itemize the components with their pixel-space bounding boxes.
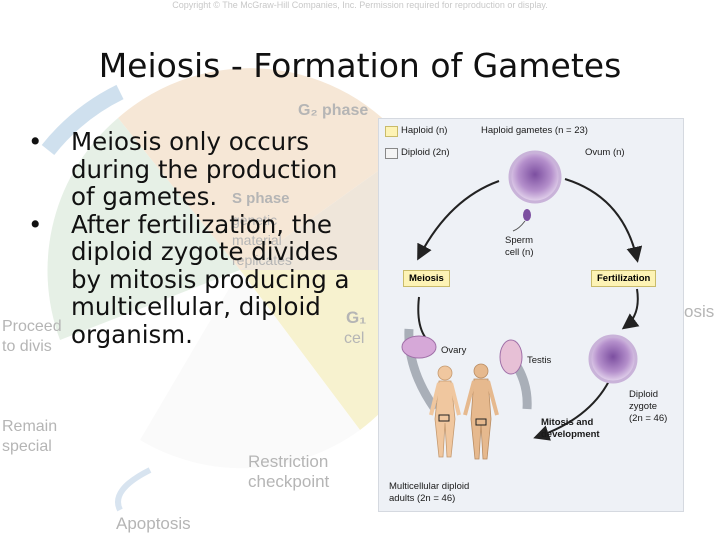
bg-label-proceed: Proceed <box>2 318 62 335</box>
bg-label-to-divis: to divis <box>2 338 52 355</box>
bg-label-g2-phase: G₂ phase <box>298 102 369 119</box>
bullet-dot-icon: • <box>28 209 43 239</box>
diagram-graphics <box>401 150 643 460</box>
male-figure-icon <box>463 363 499 460</box>
legend-haploid-label: Haploid (n) <box>401 125 448 136</box>
bullet-item: • Meiosis only occurs during the producti… <box>22 128 362 211</box>
ovary-organ-icon <box>401 335 437 359</box>
male-pointer-box <box>475 418 487 426</box>
bullet-list: • Meiosis only occurs during the producti… <box>22 128 362 348</box>
testis-organ-icon <box>499 339 523 375</box>
ovum-cell-icon <box>508 150 562 204</box>
sperm-tail <box>512 220 526 232</box>
testis-label: Testis <box>527 355 552 366</box>
bg-label-special: special <box>2 438 52 455</box>
mitosis-label-line2: development <box>541 429 600 440</box>
s-phase-wedge <box>47 118 240 340</box>
bg-label-checkpoint: checkpoint <box>248 472 330 491</box>
cycle-arrow-arc <box>41 84 124 156</box>
female-pointer-box <box>438 414 450 422</box>
adults-label-line1: Multicellular diploid <box>389 481 470 492</box>
bullet-dot-icon: • <box>28 127 43 156</box>
haploid-gametes-label: Haploid gametes (n = 23) <box>481 125 588 136</box>
bg-label-s-phase: S phase <box>232 190 290 207</box>
adults-label-line2: adults (2n = 46) <box>389 493 456 504</box>
ovary-gray-arrow <box>404 328 439 412</box>
zygote-label-line3: (2n = 46) <box>629 413 668 424</box>
ovary-label: Ovary <box>441 345 467 356</box>
meiosis-tag: Meiosis <box>403 270 450 287</box>
zygote-cell-icon <box>588 334 638 384</box>
life-cycle-diagram: Haploid (n) Diploid (2n) Haploid gametes… <box>378 118 684 512</box>
legend-diploid-swatch <box>385 148 398 159</box>
mitosis-arrow <box>533 380 610 441</box>
legend-diploid-label: Diploid (2n) <box>401 147 450 158</box>
zygote-label-line1: Diploid <box>629 389 659 400</box>
legend-haploid-swatch <box>385 126 398 137</box>
bg-label-restriction: Restriction <box>248 452 329 471</box>
sperm-cell-icon <box>523 209 531 221</box>
bullet-text: After fertilization, the diploid zygote … <box>71 209 350 349</box>
g0-wedge <box>140 270 360 469</box>
copyright-notice: Copyright © The McGraw-Hill Companies, I… <box>172 0 548 10</box>
bg-label-g1: G₁ <box>346 308 367 327</box>
slide-title: Meiosis - Formation of Gametes <box>98 46 622 85</box>
bullet-text: Meiosis only occurs during the productio… <box>71 127 338 211</box>
bg-label-cel: cel <box>344 330 365 347</box>
bg-label-replicates: replicates <box>232 252 292 268</box>
bullet-item: • After fertilization, the diploid zygote… <box>22 209 362 349</box>
female-figure-icon <box>429 365 461 458</box>
g2-phase-wedge <box>118 68 410 271</box>
fertilization-tag: Fertilization <box>591 270 657 287</box>
fertilization-to-zygote-arrow <box>621 288 640 330</box>
ovum-label: Ovum (n) <box>585 147 625 158</box>
meiosis-up-arrow <box>417 180 500 261</box>
mitosis-label-line1: Mitosis and <box>541 417 594 428</box>
sperm-label-line2: cell (n) <box>505 247 534 258</box>
bg-label-material: material <box>232 232 282 248</box>
zygote-label-line2: zygote <box>629 401 657 412</box>
bg-label-remain: Remain <box>2 418 58 435</box>
bg-label-genetic: genetic <box>232 212 278 228</box>
apoptosis-arrow <box>115 467 152 512</box>
sperm-label-line1: Sperm <box>505 235 533 246</box>
bg-label-apoptosis: Apoptosis <box>116 514 191 533</box>
bg-label-osis: osis <box>684 302 715 321</box>
fertilization-arrow <box>564 178 643 263</box>
